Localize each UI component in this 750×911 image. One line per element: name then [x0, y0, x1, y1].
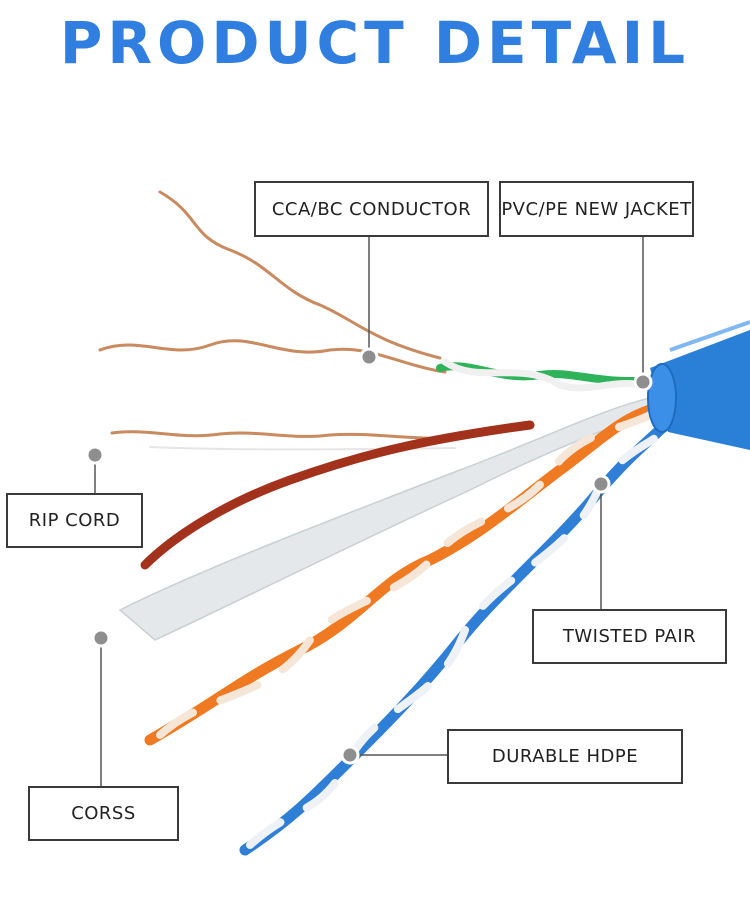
label-rip-cord: RIP CORD: [6, 493, 143, 548]
copper-wire-top: [158, 190, 442, 360]
dot-durable-hdpe: [340, 745, 360, 765]
copper-wire-lower: [110, 430, 457, 440]
label-corss: CORSS: [28, 786, 179, 841]
brown-wire: [140, 420, 535, 570]
label-cca-bc-conductor: CCA/BC CONDUCTOR: [254, 181, 489, 237]
dot-jacket: [633, 372, 653, 392]
copper-wire-middle: [98, 339, 447, 374]
page-title: PRODUCT DETAIL: [59, 9, 691, 77]
dot-cross: [91, 628, 111, 648]
callout-dots: [85, 347, 653, 765]
dot-rip-cord: [85, 445, 105, 465]
dot-conductor: [359, 347, 379, 367]
label-durable-hdpe: DURABLE HDPE: [447, 729, 683, 784]
leader-lines: [94, 237, 644, 786]
label-twisted-pair: TWISTED PAIR: [532, 609, 727, 664]
dot-twisted-pair: [591, 474, 611, 494]
blue-jacket: [647, 320, 750, 450]
copper-wires: [98, 190, 457, 451]
label-pvc-pe-new-jacket: PVC/PE NEW JACKET: [499, 181, 694, 237]
